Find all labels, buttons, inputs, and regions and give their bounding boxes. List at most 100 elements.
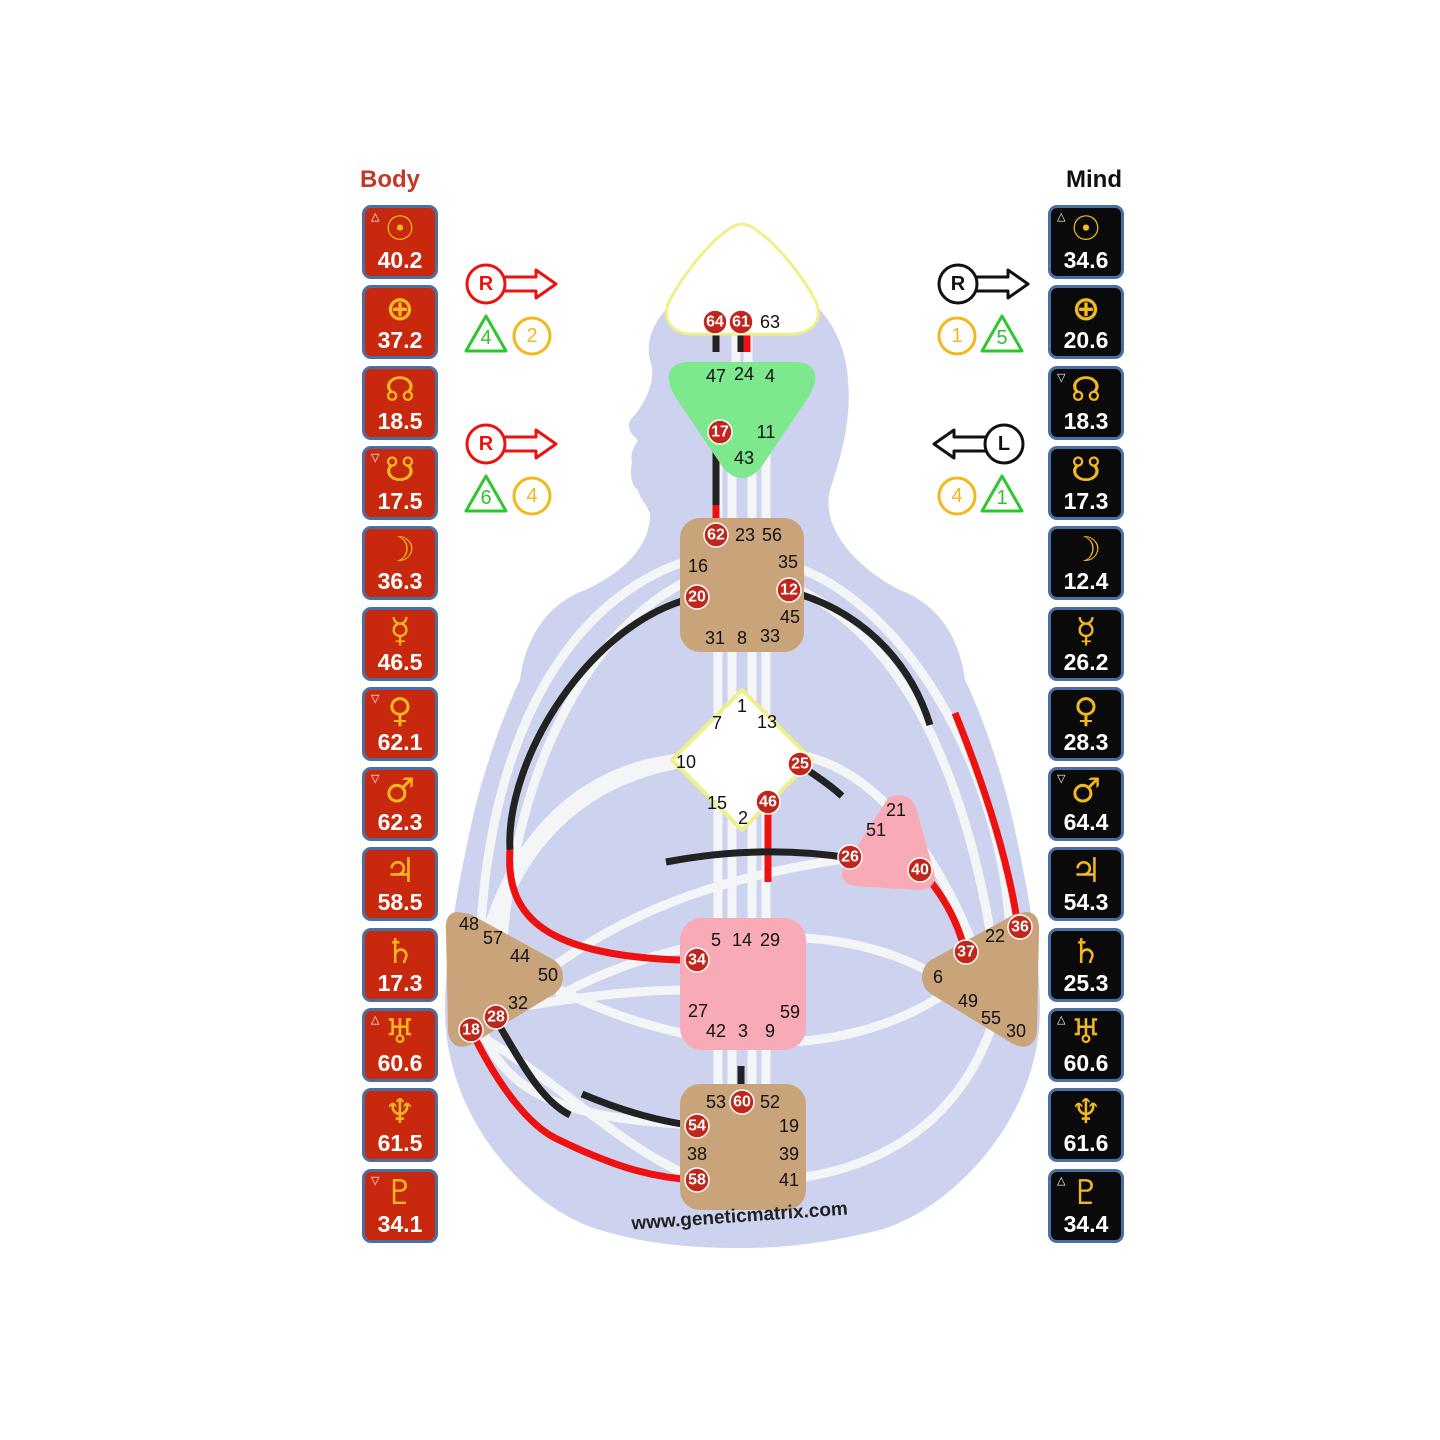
- planet-gate-value: 62.1: [377, 728, 423, 755]
- planet-gate-value: 34.1: [377, 1210, 423, 1237]
- active-gate-badge: [1007, 914, 1033, 940]
- active-gate-badge: [458, 1017, 484, 1043]
- gate-number: 61: [732, 314, 750, 331]
- variable-number: 1: [951, 325, 962, 347]
- active-gate-badge: [684, 1113, 710, 1139]
- planet-gate-value: 26.2: [1063, 648, 1109, 675]
- body-planet-cell[interactable]: ▽♇34.1: [362, 1168, 438, 1243]
- tone-triangle-icon: [464, 474, 508, 513]
- gate-number: 59: [780, 1002, 800, 1022]
- mind-planet-cell[interactable]: ⊕20.6: [1048, 285, 1124, 360]
- body-planet-cell[interactable]: ⊕37.2: [362, 285, 438, 360]
- tone-circle-icon: [937, 316, 977, 356]
- gate-number: 42: [706, 1021, 726, 1041]
- body-planet-cell[interactable]: △☉40.2: [362, 205, 438, 279]
- gate-number: 53: [706, 1092, 726, 1112]
- gate-number: 8: [737, 628, 747, 648]
- gate-number: 48: [459, 914, 479, 934]
- active-gate-badge: [684, 1167, 710, 1193]
- variable-arrow-icon: R: [937, 263, 1030, 305]
- gate-number: 2: [738, 808, 748, 828]
- gate-number: 52: [760, 1092, 780, 1112]
- active-gate-badge: [703, 522, 729, 548]
- gate-number: 20: [688, 589, 706, 606]
- saturn-icon: ♄: [384, 931, 416, 972]
- channel-track: [785, 560, 1015, 935]
- root-center: [680, 1084, 806, 1210]
- gate-number: 15: [707, 793, 727, 813]
- saturn-icon: ♄: [1070, 931, 1102, 972]
- tone-triangle-icon: [464, 314, 508, 353]
- body-planet-cell[interactable]: ▽☋17.5: [362, 445, 438, 520]
- gate-number: 16: [688, 556, 708, 576]
- planet-gate-value: 18.3: [1063, 407, 1109, 434]
- sacral-center: [680, 918, 806, 1050]
- mind-planet-cell[interactable]: ☽12.4: [1048, 526, 1124, 601]
- mind-planet-cell[interactable]: △☉34.6: [1048, 205, 1124, 279]
- north-node-icon: ☊: [1070, 369, 1102, 410]
- mind-planet-cell[interactable]: ♄25.3: [1048, 927, 1124, 1002]
- south-node-icon: ☋: [384, 449, 416, 490]
- body-planet-cell[interactable]: △ ♅60.6: [362, 1008, 438, 1082]
- body-planet-cell[interactable]: ♄17.3: [362, 927, 438, 1002]
- neptune-icon: ♆: [384, 1092, 416, 1133]
- body-planet-cell[interactable]: ▽♀62.1: [362, 686, 438, 761]
- planet-gate-value: 36.3: [377, 568, 423, 595]
- planet-gate-value: 62.3: [377, 809, 423, 836]
- body-planet-cell[interactable]: ▽ ♂62.3: [362, 767, 438, 842]
- mind-planet-cell[interactable]: △♇34.4: [1048, 1168, 1124, 1243]
- gate-number: 45: [780, 607, 800, 627]
- body-planet-cell[interactable]: ☊18.5: [362, 365, 438, 440]
- uranus-icon: ♅: [384, 1012, 416, 1052]
- gate-number: 1: [737, 696, 747, 716]
- mind-planet-cell[interactable]: ☋17.3: [1048, 445, 1124, 520]
- body-planet-cell[interactable]: ☽36.3: [362, 526, 438, 601]
- ajna-center: [668, 362, 816, 478]
- mind-planet-cell[interactable]: ▽☊18.3: [1048, 365, 1124, 440]
- planet-gate-value: 17.5: [377, 487, 423, 514]
- mars-icon: ♂: [384, 771, 416, 812]
- body-planet-cell[interactable]: ♆61.5: [362, 1088, 438, 1163]
- active-gate-badge: [684, 584, 710, 610]
- body-planet-cell[interactable]: ♃58.5: [362, 847, 438, 922]
- active-gate-badge: [728, 309, 754, 335]
- retro-mark: ▽: [1057, 772, 1066, 786]
- active-gate-badge: [729, 1089, 755, 1115]
- body-planet-cell[interactable]: ☿46.5: [362, 606, 438, 681]
- mind-planet-cell[interactable]: ☿26.2: [1048, 606, 1124, 681]
- gate-number: 28: [487, 1009, 505, 1026]
- gate-number: 39: [779, 1144, 799, 1164]
- gate-number: 3: [738, 1021, 748, 1041]
- variable-number: 1: [996, 487, 1007, 509]
- gate-number: 55: [981, 1008, 1001, 1028]
- throat-center: [680, 518, 804, 652]
- gate-number: 37: [957, 944, 975, 961]
- gate-number: 33: [760, 626, 780, 646]
- gate-number: 50: [538, 965, 558, 985]
- gate-number: 17: [711, 424, 729, 441]
- retro-mark: △: [371, 1013, 380, 1026]
- retro-mark: ▽: [371, 772, 380, 786]
- gate-number: 6: [933, 967, 943, 987]
- gate-number: 22: [985, 926, 1005, 946]
- gate-number: 5: [711, 930, 721, 950]
- venus-icon: ♀: [1073, 690, 1099, 731]
- tone-circle-icon: [512, 476, 552, 516]
- pluto-icon: ♇: [384, 1172, 416, 1213]
- mind-planet-cell[interactable]: ▽♂64.4: [1048, 767, 1124, 842]
- gate-number: 36: [1011, 919, 1029, 936]
- gate-number: 51: [866, 820, 886, 840]
- mind-planet-cell[interactable]: ♃54.3: [1048, 847, 1124, 922]
- mind-planet-cell[interactable]: ♀28.3: [1048, 686, 1124, 761]
- gate-number: 46: [759, 794, 777, 811]
- variable-number: 4: [526, 485, 537, 507]
- mercury-icon: ☿: [1075, 610, 1097, 651]
- gate-number: 62: [707, 527, 725, 544]
- variable-number: 5: [996, 327, 1007, 349]
- planet-gate-value: 60.6: [377, 1050, 423, 1076]
- mind-planet-cell[interactable]: ♆61.6: [1048, 1088, 1124, 1163]
- mind-planet-cell[interactable]: △♅60.6: [1048, 1008, 1124, 1082]
- gate-number: 7: [712, 713, 722, 733]
